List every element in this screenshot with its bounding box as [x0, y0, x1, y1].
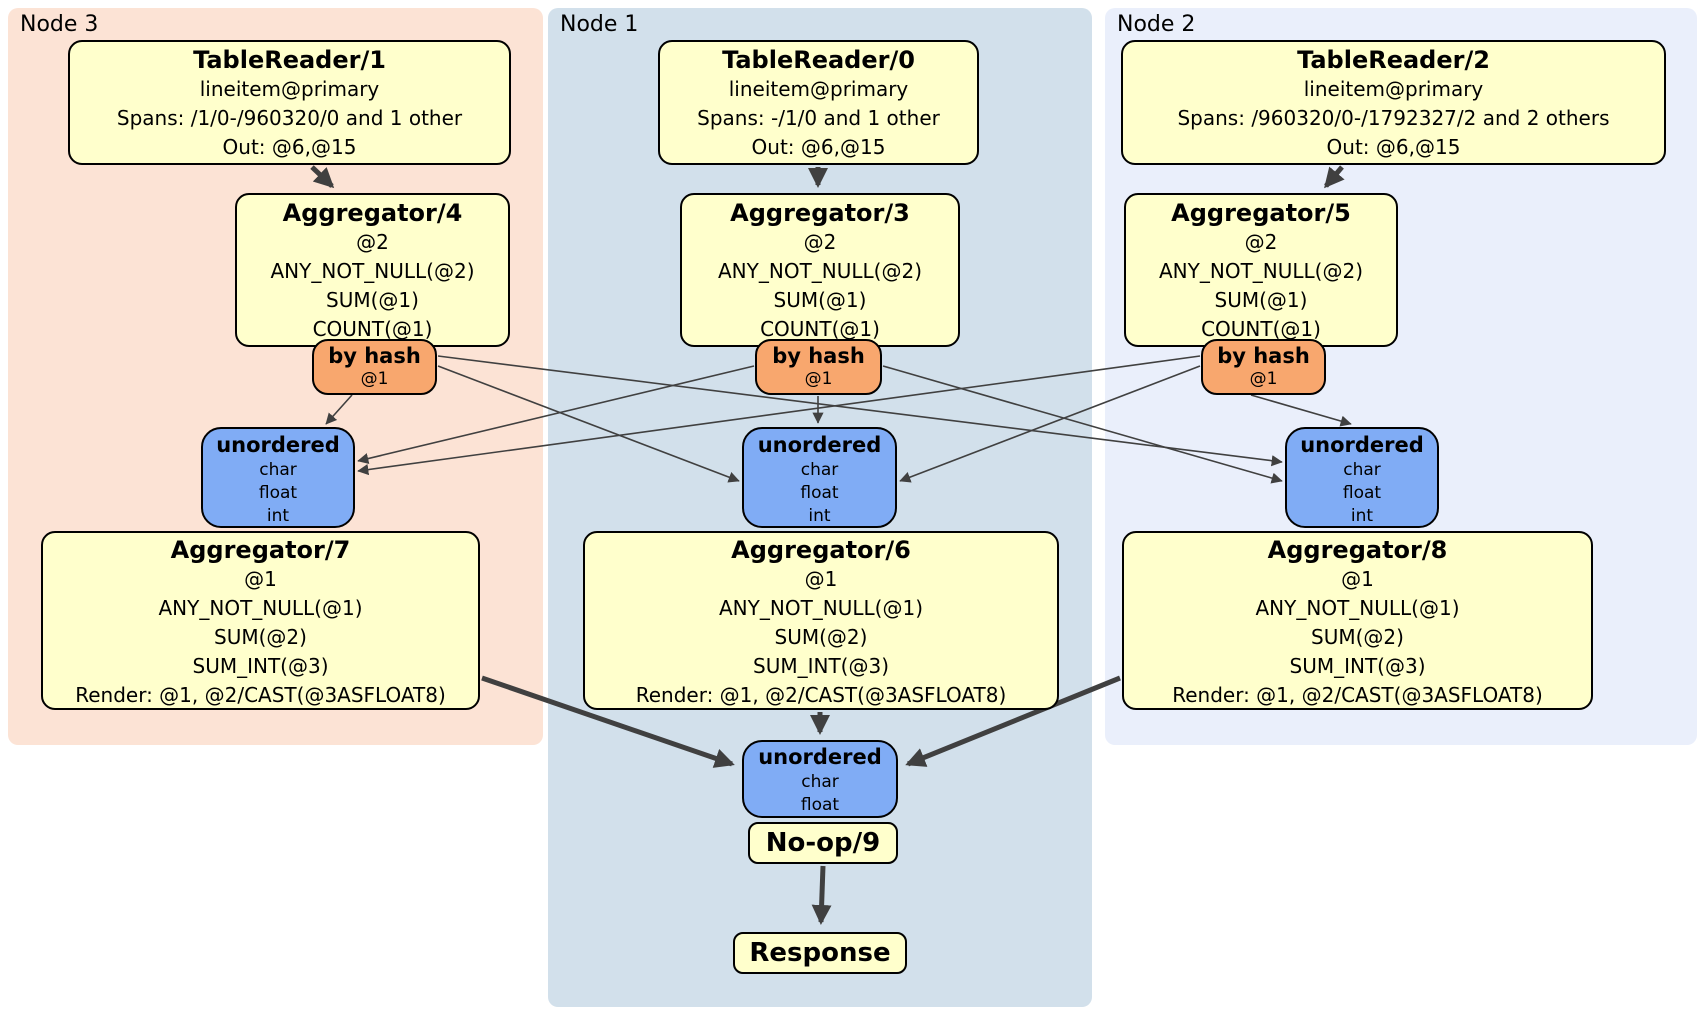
- sync-col-type: int: [266, 506, 290, 526]
- box-detail: @1: [1341, 567, 1374, 591]
- router-key: @1: [360, 369, 389, 389]
- box-detail: Spans: /1/0-/960320/0 and 1 other: [116, 106, 463, 130]
- box-detail: @2: [1244, 230, 1278, 254]
- sync-col-type: int: [808, 506, 831, 526]
- box-detail: ANY_NOT_NULL(@1): [1255, 596, 1460, 620]
- router-key: @1: [804, 369, 833, 389]
- hash-distribution-lines: [325, 355, 1352, 484]
- box-detail: ANY_NOT_NULL(@1): [158, 596, 363, 620]
- router-title: by hash: [772, 344, 865, 368]
- sync-title: unordered: [1300, 433, 1424, 457]
- node2-label: Node 2: [1117, 12, 1196, 37]
- box-detail: SUM(@1): [773, 288, 867, 312]
- box-title: Aggregator/4: [282, 199, 463, 227]
- router-title: by hash: [1217, 344, 1310, 368]
- sync-col-type: int: [1350, 506, 1374, 526]
- sync-title: unordered: [216, 433, 340, 457]
- box-title: Aggregator/7: [170, 536, 351, 564]
- sync-col-type: float: [1342, 483, 1382, 503]
- aggregator-8-box: Aggregator/8 @1 ANY_NOT_NULL(@1) SUM(@2)…: [1122, 531, 1593, 710]
- box-detail: SUM_INT(@3): [192, 654, 329, 678]
- box-detail: COUNT(@1): [1201, 317, 1321, 341]
- sync-col-type: char: [801, 772, 839, 792]
- box-detail: @1: [244, 567, 277, 591]
- box-detail: SUM(@2): [214, 625, 307, 649]
- box-title: TableReader/1: [193, 46, 386, 74]
- unordered-sync-node1: unordered char float int: [742, 427, 897, 528]
- router-title: by hash: [328, 344, 421, 368]
- hash-router-node3: by hash @1: [312, 339, 437, 395]
- unordered-sync-node3: unordered char float int: [201, 427, 355, 528]
- box-detail: Render: @1, @2/CAST(@3ASFLOAT8): [1172, 683, 1543, 707]
- tablereader-0-box: TableReader/0 lineitem@primary Spans: -/…: [658, 40, 979, 165]
- sync-col-type: char: [800, 460, 839, 480]
- box-detail: Out: @6,@15: [751, 135, 886, 159]
- box-title: Aggregator/8: [1267, 536, 1448, 564]
- box-detail: Spans: -/1/0 and 1 other: [697, 106, 940, 130]
- aggregator-5-box: Aggregator/5 @2 ANY_NOT_NULL(@2) SUM(@1)…: [1124, 193, 1398, 347]
- box-detail: ANY_NOT_NULL(@2): [718, 259, 922, 283]
- sync-col-type: char: [1343, 460, 1381, 480]
- tablereader-1-box: TableReader/1 lineitem@primary Spans: /1…: [68, 40, 511, 165]
- box-detail: SUM(@2): [774, 625, 868, 649]
- box-detail: lineitem@primary: [728, 77, 909, 101]
- box-detail: ANY_NOT_NULL(@1): [719, 596, 923, 620]
- sync-title: unordered: [757, 433, 882, 457]
- box-detail: Out: @6,@15: [222, 135, 357, 159]
- hash-router-node1: by hash @1: [755, 339, 882, 395]
- router-key: @1: [1249, 369, 1278, 389]
- box-detail: Spans: /960320/0-/1792327/2 and 2 others: [1177, 106, 1610, 130]
- node3-label: Node 3: [20, 12, 99, 37]
- node1-label: Node 1: [560, 12, 639, 37]
- aggregator-3-box: Aggregator/3 @2 ANY_NOT_NULL(@2) SUM(@1)…: [680, 193, 960, 347]
- box-title: No-op/9: [765, 828, 881, 858]
- box-detail: SUM_INT(@3): [1289, 654, 1426, 678]
- box-detail: Render: @1, @2/CAST(@3ASFLOAT8): [75, 683, 446, 707]
- aggregator-4-box: Aggregator/4 @2 ANY_NOT_NULL(@2) SUM(@1)…: [235, 193, 510, 347]
- box-detail: ANY_NOT_NULL(@2): [1159, 259, 1363, 283]
- hash-router-node2: by hash @1: [1201, 339, 1326, 395]
- box-detail: lineitem@primary: [1303, 77, 1484, 101]
- sync-title: unordered: [758, 745, 882, 769]
- box-detail: COUNT(@1): [760, 317, 880, 341]
- unordered-sync-node2: unordered char float int: [1285, 427, 1439, 528]
- aggregator-6-box: Aggregator/6 @1 ANY_NOT_NULL(@1) SUM(@2)…: [583, 531, 1059, 710]
- sync-col-type: float: [258, 483, 298, 503]
- sync-col-type: float: [800, 795, 840, 815]
- box-detail: SUM(@2): [1311, 625, 1404, 649]
- box-detail: lineitem@primary: [199, 77, 380, 101]
- unordered-sync-final: unordered char float: [742, 740, 898, 818]
- box-detail: SUM(@1): [326, 288, 419, 312]
- box-detail: SUM(@1): [1214, 288, 1308, 312]
- box-detail: ANY_NOT_NULL(@2): [270, 259, 475, 283]
- sync-col-type: float: [800, 483, 839, 503]
- response-box: Response: [733, 932, 907, 974]
- box-title: Aggregator/6: [731, 536, 911, 564]
- box-detail: Out: @6,@15: [1326, 135, 1461, 159]
- sync-col-type: char: [259, 460, 297, 480]
- tablereader-2-box: TableReader/2 lineitem@primary Spans: /9…: [1121, 40, 1666, 165]
- box-detail: COUNT(@1): [312, 317, 433, 341]
- box-title: TableReader/2: [1297, 46, 1490, 74]
- box-title: Aggregator/5: [1171, 199, 1351, 227]
- aggregator-7-box: Aggregator/7 @1 ANY_NOT_NULL(@1) SUM(@2)…: [41, 531, 480, 710]
- noop-9-box: No-op/9: [748, 822, 898, 864]
- box-title: TableReader/0: [722, 46, 915, 74]
- box-title: Aggregator/3: [730, 199, 910, 227]
- box-detail: @1: [804, 567, 838, 591]
- box-detail: Render: @1, @2/CAST(@3ASFLOAT8): [635, 683, 1007, 707]
- box-title: Response: [749, 938, 891, 968]
- box-detail: SUM_INT(@3): [753, 654, 889, 678]
- thick-flow-arrows: [310, 165, 1345, 925]
- box-detail: @2: [356, 230, 389, 254]
- box-detail: @2: [803, 230, 837, 254]
